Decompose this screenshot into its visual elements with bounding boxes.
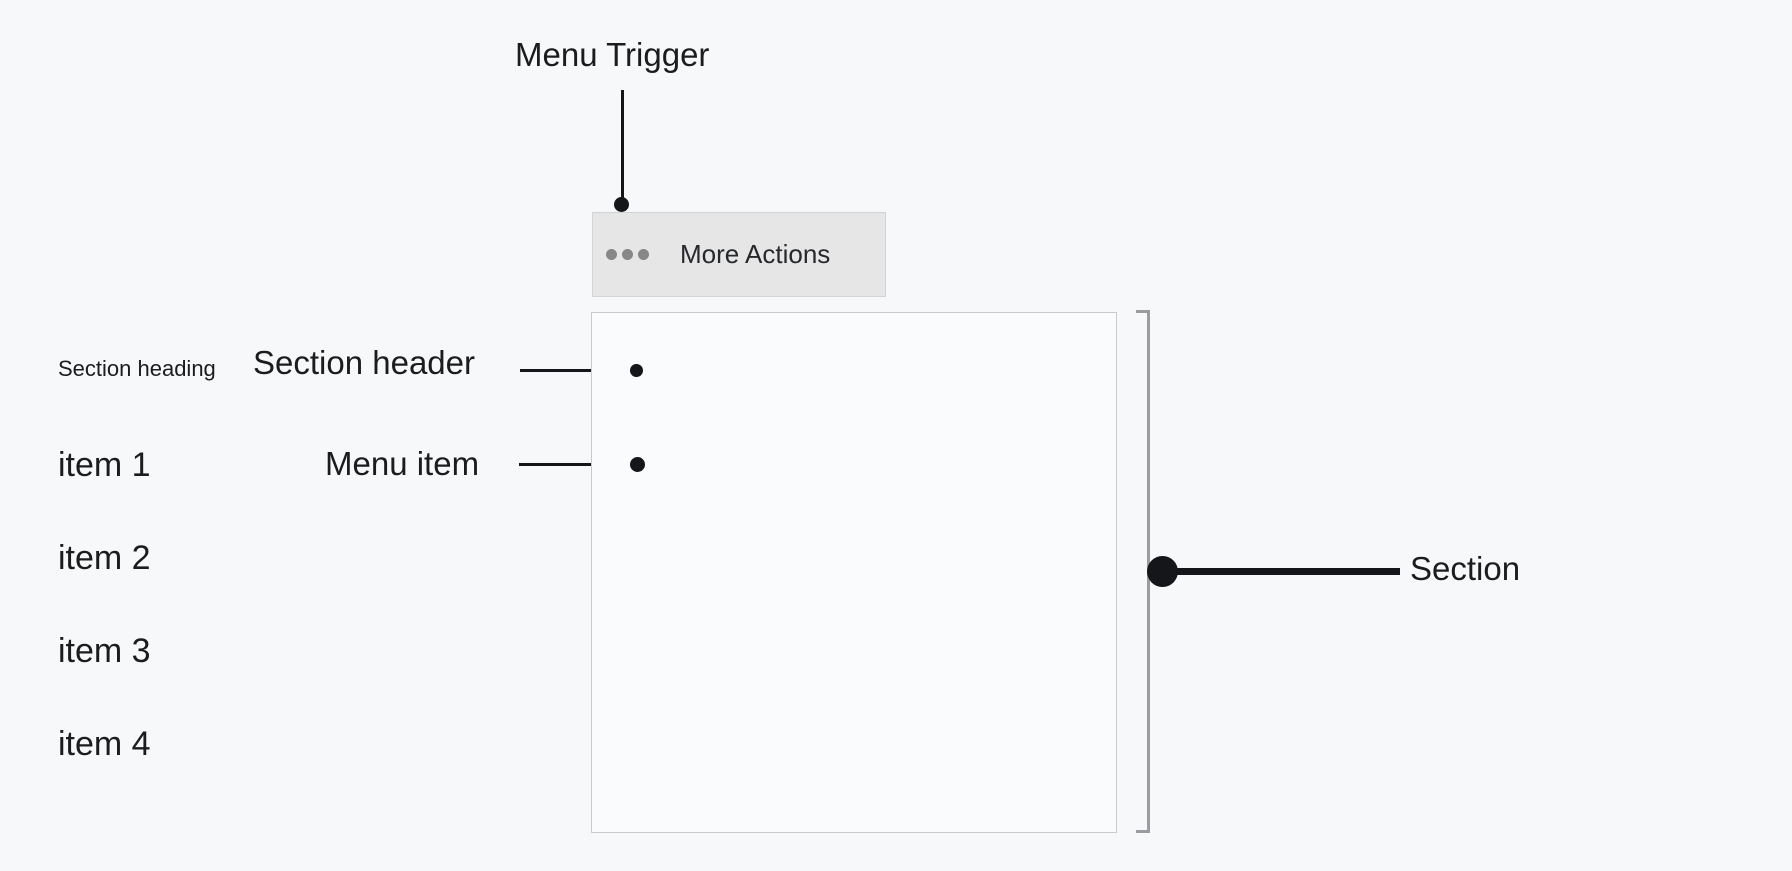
leader-line-menu-trigger [621,90,624,203]
more-actions-trigger-label: More Actions [680,239,831,269]
annotation-label-section-header: Section header [253,344,475,381]
annotation-label-menu-item: Menu item [325,445,480,482]
menu-section-heading: Section heading [58,356,216,381]
leader-dot-section-header [630,364,643,377]
menu-item-2[interactable]: item 2 [58,539,151,577]
leader-line-section-header [520,369,638,372]
leader-line-section [1160,568,1400,575]
menu-item-1[interactable]: item 1 [58,446,151,484]
dropdown-menu-panel [591,312,1117,833]
leader-dot-section [1147,556,1178,587]
menu-item-4[interactable]: item 4 [58,725,151,763]
dot-3 [638,249,649,260]
annotation-label-section: Section [1410,550,1521,587]
annotation-label-menu-trigger: Menu Trigger [515,36,710,73]
more-actions-trigger-button[interactable]: More Actions [592,212,886,297]
more-horizontal-icon [606,249,649,260]
leader-dot-menu-trigger [614,197,629,212]
dot-2 [622,249,633,260]
dot-1 [606,249,617,260]
leader-line-menu-item [519,463,638,466]
menu-item-3[interactable]: item 3 [58,632,151,670]
leader-dot-menu-item [630,457,645,472]
